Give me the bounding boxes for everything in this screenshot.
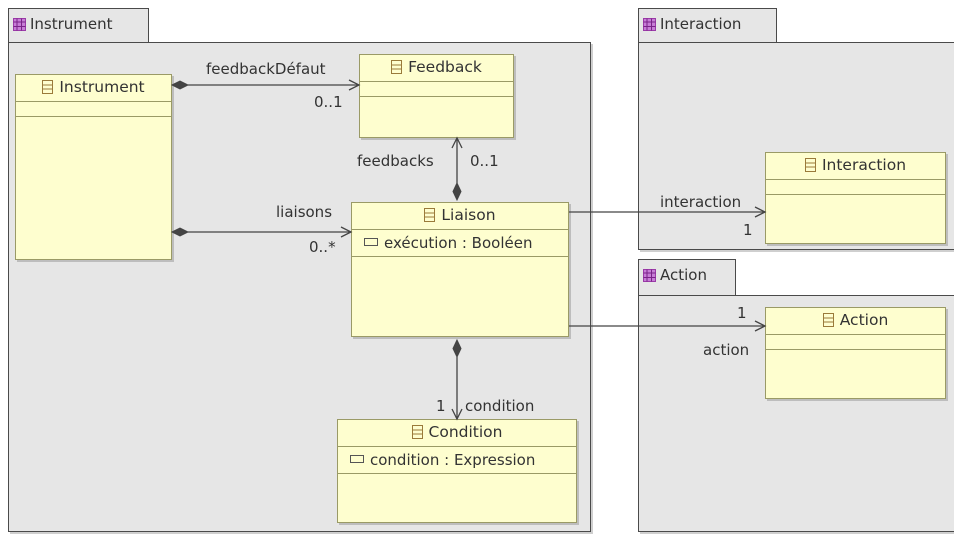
- class-icon: [391, 57, 403, 81]
- package-tab-instrument[interactable]: Instrument: [8, 8, 149, 42]
- class-icon: [804, 155, 816, 179]
- class-icon: [42, 77, 54, 101]
- multiplicity-label-feedback-defaut: 0..1: [314, 93, 343, 111]
- class-attributes: condition : Expression: [338, 447, 576, 474]
- class-attributes: [766, 335, 945, 350]
- composition-diamond-condition: [452, 338, 462, 359]
- package-icon: [643, 11, 656, 41]
- class-name: Instrument: [59, 78, 145, 96]
- class-name: Interaction: [821, 156, 907, 174]
- role-label-feedbacks: feedbacks: [357, 152, 434, 170]
- class-name: Action: [839, 311, 889, 329]
- class-condition[interactable]: Condition condition : Expression: [337, 419, 577, 523]
- class-attributes: [766, 180, 945, 195]
- class-liaison[interactable]: Liaison exécution : Booléen: [351, 202, 569, 337]
- package-name: Action: [660, 266, 707, 284]
- attribute-icon: [350, 455, 364, 463]
- class-attributes: exécution : Booléen: [352, 230, 568, 257]
- role-label-interaction: interaction: [660, 193, 742, 211]
- class-attributes: [360, 82, 513, 97]
- class-icon: [822, 310, 834, 334]
- class-attributes: [16, 102, 171, 117]
- class-header: Interaction: [766, 153, 945, 180]
- package-icon: [643, 262, 656, 292]
- arrowhead-feedbacks: [451, 136, 463, 149]
- arrowhead-condition: [451, 408, 463, 421]
- class-icon: [424, 205, 436, 229]
- class-interaction[interactable]: Interaction: [765, 152, 946, 244]
- role-label-feedback-defaut: feedbackDéfaut: [206, 60, 326, 78]
- attribute-label: condition : Expression: [370, 451, 536, 469]
- multiplicity-label-liaisons: 0..*: [309, 238, 336, 256]
- class-header: Feedback: [360, 55, 513, 82]
- package-name: Instrument: [30, 15, 113, 33]
- class-header: Action: [766, 308, 945, 335]
- role-label-action: action: [703, 341, 750, 359]
- arrowhead-interaction: [754, 206, 767, 218]
- composition-diamond-feedback-defaut: [170, 80, 190, 90]
- composition-diamond-feedbacks: [452, 181, 462, 202]
- class-name: Feedback: [408, 58, 482, 76]
- arrowhead-action: [754, 320, 767, 332]
- arrowhead-feedback: [348, 79, 361, 91]
- class-name: Liaison: [441, 206, 496, 224]
- class-header: Liaison: [352, 203, 568, 230]
- attribute-condition[interactable]: condition : Expression: [338, 447, 576, 473]
- arrowhead-liaisons: [340, 226, 353, 238]
- class-action[interactable]: Action: [765, 307, 946, 399]
- multiplicity-label-action: 1: [737, 304, 747, 322]
- multiplicity-label-condition: 1: [436, 397, 446, 415]
- class-header: Instrument: [16, 75, 171, 102]
- role-label-condition: condition: [465, 397, 535, 415]
- class-instrument[interactable]: Instrument: [15, 74, 172, 260]
- package-tab-action[interactable]: Action: [638, 259, 736, 295]
- multiplicity-label-interaction: 1: [743, 221, 753, 239]
- package-icon: [13, 11, 26, 41]
- attribute-label: exécution : Booléen: [384, 234, 533, 252]
- package-name: Interaction: [660, 15, 742, 33]
- class-header: Condition: [338, 420, 576, 447]
- class-name: Condition: [428, 423, 503, 441]
- role-label-liaisons: liaisons: [276, 203, 333, 221]
- class-icon: [411, 422, 423, 446]
- package-tab-interaction[interactable]: Interaction: [638, 8, 777, 42]
- attribute-execution[interactable]: exécution : Booléen: [352, 230, 568, 256]
- composition-diamond-liaisons: [170, 227, 190, 237]
- attribute-icon: [364, 238, 378, 246]
- class-feedback[interactable]: Feedback: [359, 54, 514, 138]
- multiplicity-label-feedbacks: 0..1: [470, 152, 499, 170]
